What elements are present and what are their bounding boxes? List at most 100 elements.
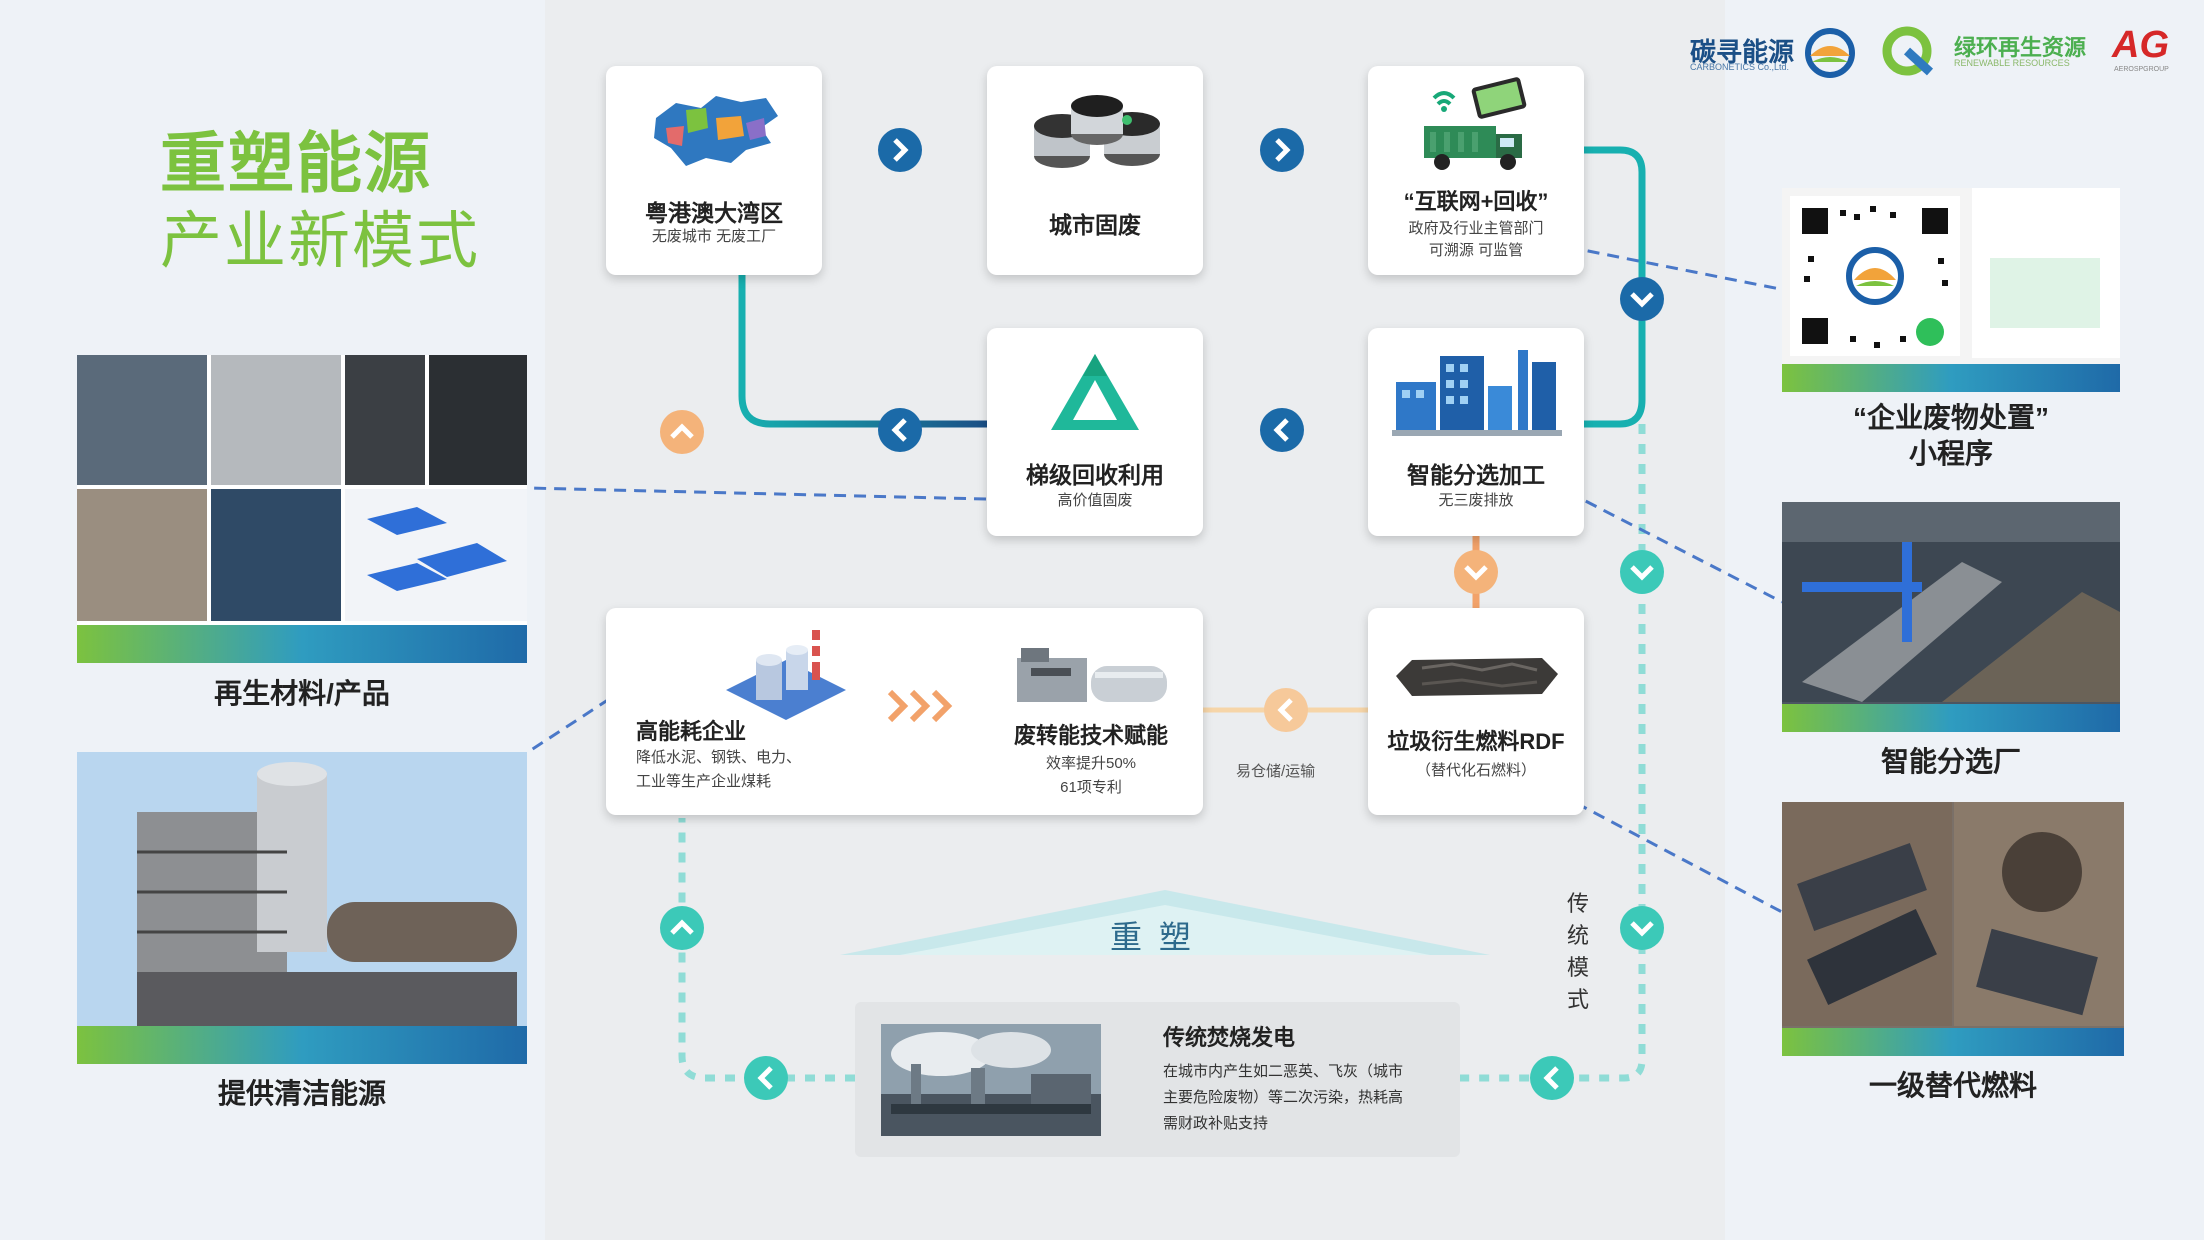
node-traditional-title: 传统焚烧发电 <box>1163 1025 1296 1050</box>
node-high-energy-title: 高能耗企业 <box>636 719 747 744</box>
logo-ag-text: AG <box>2112 24 2169 66</box>
clean-energy-plant-photo <box>77 752 527 1064</box>
miniapp-screenshot <box>1972 188 2120 358</box>
node-internet-sub2: 可溯源 可监管 <box>1428 242 1524 259</box>
node-cascade-title: 梯级回收利用 <box>1026 462 1164 488</box>
node-traditional-line: 需财政补贴支持 <box>1163 1115 1269 1132</box>
node-traditional-line: 在城市内产生如二恶英、飞灰（城市 <box>1163 1063 1404 1080</box>
sorting-plant-photo <box>1782 502 2120 732</box>
logo-renewable: 绿环再生资源 RENEWABLE RESOURCES <box>1880 22 2090 78</box>
line-traditional-loop <box>678 424 1646 1082</box>
line-cascade-to-gba <box>738 275 987 428</box>
node-rdf: 垃圾衍生燃料RDF （替代化石燃料） <box>1368 608 1584 815</box>
traditional-mode-char: 传 <box>1566 891 1589 916</box>
clean-energy-caption: 提供清洁能源 <box>217 1078 386 1109</box>
waste-to-energy-machine-icon <box>1017 648 1167 702</box>
node-rdf-sub: （替代化石燃料） <box>1415 762 1536 779</box>
plastic-pallet-icon <box>367 507 507 591</box>
materials-caption: 再生材料/产品 <box>214 678 390 709</box>
up-arrow-teal-icon <box>660 906 704 950</box>
factory-icon <box>1392 350 1562 436</box>
clean-energy-band <box>77 1026 527 1064</box>
garbage-truck-icon <box>1424 77 1527 170</box>
node-internet-sub1: 政府及行业主管部门 <box>1408 220 1544 237</box>
rdf-blocks-illustration <box>1782 802 2124 1026</box>
map-icon <box>654 96 778 166</box>
node-rdf-title: 垃圾衍生燃料RDF <box>1387 729 1565 754</box>
cement-plant-illustration <box>77 752 527 1026</box>
node-cascade-recycling: 梯级回收利用 高价值固废 <box>987 328 1203 536</box>
up-arrow-orange-icon <box>660 410 704 454</box>
incineration-plant-photo <box>881 1024 1101 1136</box>
carbonetics-emblem-icon <box>1805 28 1855 78</box>
alternative-fuel-band <box>1782 1028 2124 1056</box>
sorting-line-illustration <box>1782 502 2120 702</box>
left-arrow-icon <box>1260 408 1304 452</box>
node-traditional-incineration: 传统焚烧发电 在城市内产生如二恶英、飞灰（城市 主要危险废物）等二次污染，热耗高… <box>855 1002 1460 1157</box>
industrial-plant-icon <box>726 630 846 720</box>
node-gba-title: 粤港澳大湾区 <box>645 200 783 226</box>
logo-carbonetics-text: 碳寻能源 <box>1690 37 1795 67</box>
node-w2e-title: 废转能技术赋能 <box>1013 723 1168 748</box>
leader-sorting-plant <box>1567 490 1783 604</box>
down-arrow-teal-icon <box>1620 906 1664 950</box>
triple-chevron-icon <box>887 689 953 723</box>
recycle-triangle-icon <box>1051 354 1139 430</box>
node-traditional-line: 主要危险废物）等二次污染，热耗高 <box>1163 1089 1404 1106</box>
materials-band <box>77 625 527 663</box>
qr-code-icon <box>1790 196 1960 356</box>
node-sorting-sub: 无三废排放 <box>1438 492 1514 509</box>
reshape-label: 重 塑 <box>1110 919 1195 955</box>
recycled-materials-photo-grid <box>77 355 527 663</box>
logo-renewable-sub: RENEWABLE RESOURCES <box>1954 58 2070 68</box>
rdf-fuel-block-icon <box>1396 658 1558 696</box>
sorting-plant-band <box>1782 704 2120 732</box>
logo-carbonetics: 碳寻能源 CARBONETICS Co.,Ltd. <box>1690 28 1920 78</box>
logo-renewable-text: 绿环再生资源 <box>1954 35 2087 60</box>
node-gba-sub: 无废城市 无废工厂 <box>651 228 777 245</box>
leader-cascade-materials <box>527 486 1027 502</box>
alternative-fuel-caption: 一级替代燃料 <box>1868 1070 2037 1101</box>
traditional-mode-label: 传 统 模 式 <box>1566 888 1590 1016</box>
node-msw-title: 城市固废 <box>1049 212 1141 238</box>
down-arrow-orange-icon <box>1454 550 1498 594</box>
down-arrow-icon <box>1620 277 1664 321</box>
left-arrow-teal-icon <box>1530 1056 1574 1100</box>
traditional-mode-char: 模 <box>1566 955 1589 980</box>
main-title: 重塑能源 <box>160 126 432 200</box>
alternative-fuel-photo <box>1782 802 2124 1056</box>
leader-internet-miniapp <box>1567 245 1786 292</box>
node-high-energy-w2e: 高能耗企业 降低水泥、钢铁、电力、 工业等生产企业煤耗 废转能技术赋能 效率提升… <box>606 608 1203 815</box>
node-cascade-sub: 高价值固废 <box>1057 492 1133 509</box>
main-subtitle: 产业新模式 <box>160 207 481 276</box>
sorting-plant-caption: 智能分选厂 <box>1880 746 2021 777</box>
storage-transport-label: 易仓储/运输 <box>1236 763 1316 780</box>
leader-rdf-fuel <box>1575 801 1783 914</box>
node-high-energy-sub2: 工业等生产企业煤耗 <box>636 773 772 790</box>
node-sorting-title: 智能分选加工 <box>1407 462 1545 488</box>
logo-carbonetics-sub: CARBONETICS Co.,Ltd. <box>1690 62 1790 72</box>
waste-bins-icon <box>1034 95 1160 168</box>
traditional-mode-char: 式 <box>1566 987 1589 1012</box>
node-w2e-sub1: 效率提升50% <box>1045 755 1137 772</box>
left-arrow-icon <box>878 408 922 452</box>
node-gba: 粤港澳大湾区 无废城市 无废工厂 <box>606 66 822 275</box>
node-w2e-sub2: 61项专利 <box>1060 779 1122 796</box>
miniapp-caption-line2: 小程序 <box>1908 438 1993 469</box>
miniapp-band <box>1782 364 2120 392</box>
logo-ag: AG AEROSPGROUP <box>2112 22 2192 78</box>
node-internet-title: “互联网+回收” <box>1403 189 1549 214</box>
node-msw: 城市固废 <box>987 66 1203 275</box>
miniapp-caption-line1: “企业废物处置” <box>1852 402 2049 433</box>
left-arrow-orange-icon <box>1264 688 1308 732</box>
traditional-mode-char: 统 <box>1566 923 1589 948</box>
node-internet-recycling: “互联网+回收” 政府及行业主管部门 可溯源 可监管 <box>1368 66 1584 275</box>
down-arrow-teal-icon <box>1620 550 1664 594</box>
right-arrow-icon <box>1260 128 1304 172</box>
right-arrow-icon <box>878 128 922 172</box>
miniapp-panel <box>1782 188 2120 392</box>
logo-ag-sub: AEROSPGROUP <box>2114 66 2169 73</box>
left-arrow-teal-icon <box>744 1056 788 1100</box>
